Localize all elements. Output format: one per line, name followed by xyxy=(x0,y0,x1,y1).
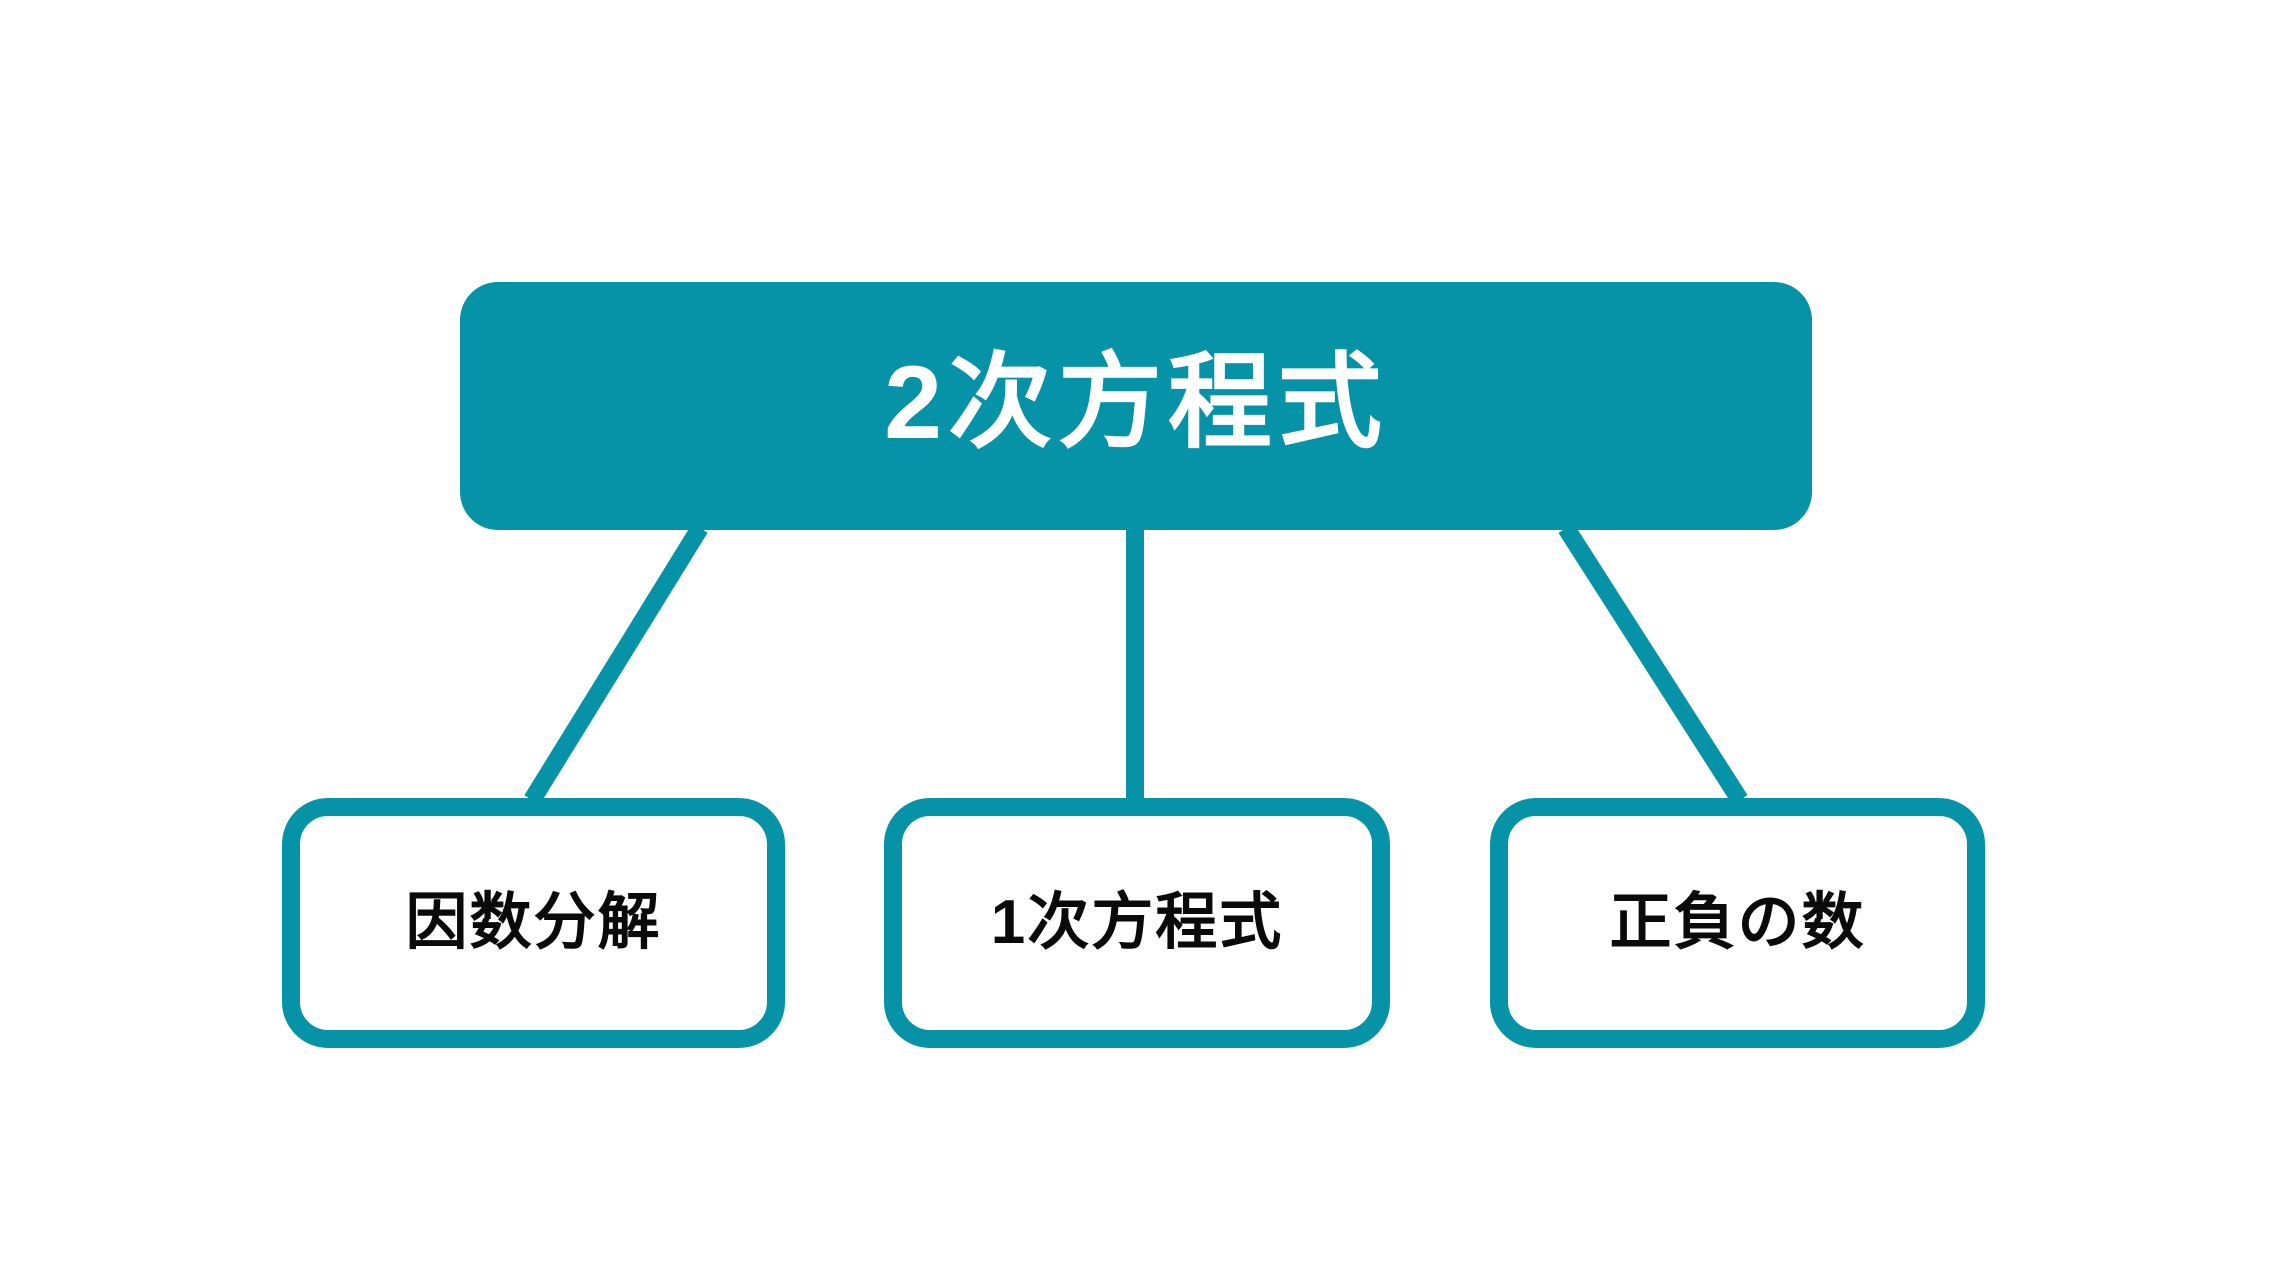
root-node-quadratic-equation[interactable]: 2次方程式 xyxy=(460,282,1812,530)
child-node-label-signed-numbers: 正負の数 xyxy=(1609,888,1866,957)
connector-root-to-signed-numbers xyxy=(1558,523,1748,805)
child-node-factorization[interactable]: 因数分解 xyxy=(282,798,785,1048)
child-node-signed-numbers[interactable]: 正負の数 xyxy=(1490,798,1985,1048)
child-node-linear-equation[interactable]: 1次方程式 xyxy=(884,798,1390,1048)
child-node-label-linear-equation: 1次方程式 xyxy=(990,888,1284,957)
root-node-label: 2次方程式 xyxy=(884,345,1388,461)
connector-root-to-factorization xyxy=(524,523,708,805)
child-node-label-factorization: 因数分解 xyxy=(405,888,662,957)
